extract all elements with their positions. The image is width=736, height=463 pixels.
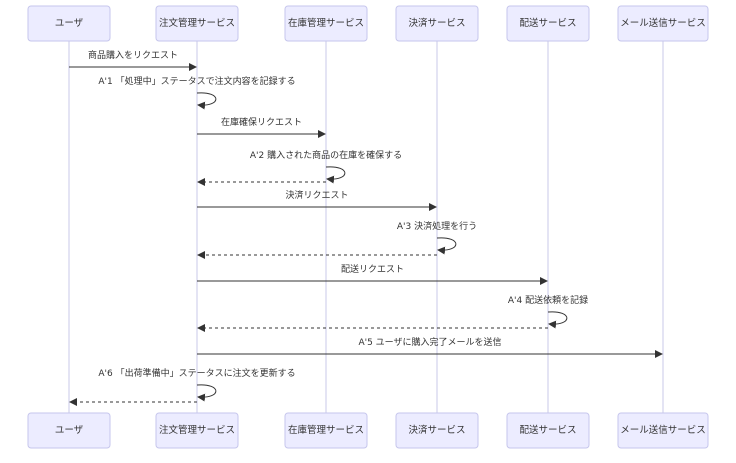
actor-box xyxy=(617,412,709,449)
actor-box xyxy=(284,5,368,42)
actor-mail-bottom: メール送信サービス xyxy=(617,412,709,449)
actor-label: ユーザ xyxy=(55,18,84,29)
message-label: A'5 ユーザに購入完了メールを送信 xyxy=(358,336,501,348)
message-label: 商品購入をリクエスト xyxy=(88,49,178,61)
message-1: 商品購入をリクエスト xyxy=(69,49,197,71)
actor-label: ユーザ xyxy=(55,425,84,436)
actor-box xyxy=(395,412,479,449)
message-label: A'1 「処理中」ステータスで注文内容を記録する xyxy=(98,75,295,87)
message-label: A'2 購入された商品の在庫を確保する xyxy=(250,149,402,161)
actor-mail-top: メール送信サービス xyxy=(617,5,709,42)
actor-label: 注文管理サービス xyxy=(159,424,235,436)
actor-box xyxy=(27,412,111,449)
message-12: A'5 ユーザに購入完了メールを送信 xyxy=(197,336,663,358)
message-3: 在庫確保リクエスト xyxy=(197,116,326,138)
actor-user-top: ユーザ xyxy=(27,5,111,42)
message-2: A'1 「処理中」ステータスで注文内容を記録する xyxy=(98,75,296,110)
message-10: A'4 配送依頼を記録 xyxy=(508,294,588,329)
actor-order-bottom: 注文管理サービス xyxy=(155,412,239,449)
actor-label: 配送サービス xyxy=(519,424,576,436)
self-message-arrow xyxy=(325,166,346,184)
message-7: A'3 決済処理を行う xyxy=(397,220,477,255)
actor-label: 決済サービス xyxy=(408,424,465,436)
message-13: A'6 「出荷準備中」ステータスに注文を更新する xyxy=(98,367,296,402)
message-6: 決済リクエスト xyxy=(197,189,437,211)
actor-label: 決済サービス xyxy=(408,17,465,29)
message-9: 配送リクエスト xyxy=(197,263,548,285)
actor-label: 配送サービス xyxy=(519,17,576,29)
actor-ship-bottom: 配送サービス xyxy=(506,412,590,449)
actor-box xyxy=(155,412,239,449)
actor-label: 在庫管理サービス xyxy=(288,17,364,29)
actor-pay-bottom: 決済サービス xyxy=(395,412,479,449)
actor-box xyxy=(155,5,239,42)
message-label: A'3 決済処理を行う xyxy=(397,220,477,232)
message-label: 在庫確保リクエスト xyxy=(221,116,302,128)
message-label: 決済リクエスト xyxy=(285,189,348,201)
message-4: A'2 購入された商品の在庫を確保する xyxy=(250,149,402,184)
actor-box xyxy=(617,5,709,42)
actor-ship-top: 配送サービス xyxy=(506,5,590,42)
self-message-arrow xyxy=(196,92,217,110)
message-label: A'6 「出荷準備中」ステータスに注文を更新する xyxy=(98,367,295,379)
actor-box xyxy=(506,412,590,449)
actor-box xyxy=(506,5,590,42)
actor-box xyxy=(27,5,111,42)
actor-pay-top: 決済サービス xyxy=(395,5,479,42)
actor-label: 注文管理サービス xyxy=(159,17,235,29)
actor-order-top: 注文管理サービス xyxy=(155,5,239,42)
actor-stock-bottom: 在庫管理サービス xyxy=(284,412,368,449)
self-message-arrow xyxy=(436,237,457,255)
message-label: 配送リクエスト xyxy=(341,263,404,275)
self-message-arrow xyxy=(196,384,217,402)
actor-box xyxy=(284,412,368,449)
self-message-arrow xyxy=(547,311,568,329)
actor-user-bottom: ユーザ xyxy=(27,412,111,449)
actor-stock-top: 在庫管理サービス xyxy=(284,5,368,42)
message-label: A'4 配送依頼を記録 xyxy=(508,294,588,306)
actor-label: メール送信サービス xyxy=(620,17,706,29)
actor-label: メール送信サービス xyxy=(620,424,706,436)
actor-box xyxy=(395,5,479,42)
actor-label: 在庫管理サービス xyxy=(288,424,364,436)
